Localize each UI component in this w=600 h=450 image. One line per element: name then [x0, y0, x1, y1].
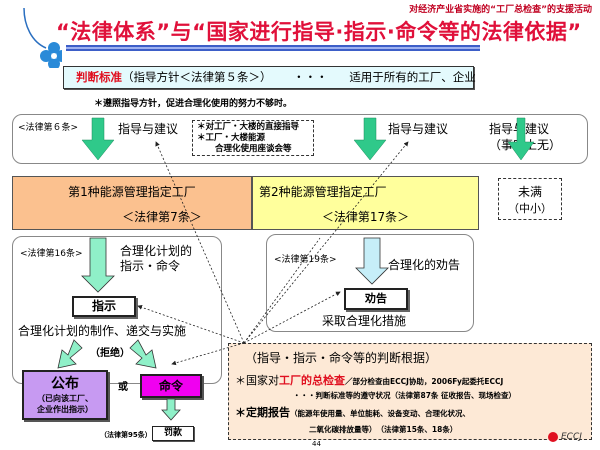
publish-box: 公布 （已向该工厂、 企业作出指示） [22, 370, 108, 420]
tier-2-name: 第2种能源管理指定工厂 [259, 185, 387, 199]
instruction-box: 指示 [72, 296, 136, 317]
example-item: ＊工厂・大楼能源 [197, 133, 266, 143]
example-item: 合理化使用座谈会等 [215, 144, 292, 154]
fine-box: 罚款 [152, 426, 194, 441]
instruction-label: 合理化计划的 指示・命令 [120, 244, 192, 274]
publish-note: 企业作出指示） [37, 405, 93, 414]
evidence-text: ＊国家对 [235, 374, 279, 387]
criteria-scope: 适用于所有的工厂、企业 [349, 70, 476, 84]
clover-icon [23, 7, 62, 68]
law-article-6: <法律第６条> [18, 123, 79, 133]
page-number: 44 [312, 440, 321, 448]
tier-1-law: ＜法律第7条＞ [122, 210, 202, 224]
tier-2-factory: 第2种能源管理指定工厂 ＜法律第17条＞ [252, 176, 479, 230]
evidence-line-3: ＊定期报告（能源年使用量、单位能耗、设备变动、合理化状况、 [235, 404, 470, 420]
law-article-95: （法律第95条） [100, 431, 152, 439]
instruction-label-line: 指示・命令 [120, 259, 181, 273]
evidence-heading: （指导・指示・命令等的判断根据） [245, 351, 438, 365]
eccj-logo-text: ECCJ [561, 432, 582, 442]
order-box: 命令 [140, 374, 202, 398]
law-article-16: <法律第16条> [20, 249, 83, 259]
eccj-logo-icon [548, 432, 558, 442]
advice-box: 劝告 [344, 288, 408, 310]
evidence-text: ／部分检查由ECCJ协助，2006Fy起委托ECCJ [345, 377, 504, 386]
factory-inspection-text: 工厂的总检查 [279, 374, 345, 387]
tier-3-label: 未满 [517, 185, 542, 199]
or-label: 或 [118, 382, 128, 393]
criteria-bar: 判断标准（指导方针＜法律第５条＞） ・・・ 适用于所有的工厂、企业 [63, 66, 476, 89]
criteria-label: 判断标准 [76, 70, 122, 84]
publish-note: （已向该工厂、 [37, 394, 93, 403]
evidence-line-1: ＊国家对工厂的总检查／部分检查由ECCJ协助，2006Fy起委托ECCJ [235, 372, 503, 388]
example-item: ＊对工厂・大楼的直接指导 [197, 122, 300, 132]
evidence-panel: （指导・指示・命令等的判断根据） ＊国家对工厂的总检查／部分检查由ECCJ协助，… [228, 343, 592, 440]
tier-1-factory: 第1种能源管理指定工厂 ＜法律第7条＞ [12, 176, 252, 230]
guidance-examples: ＊对工厂・大楼的直接指导 ＊工厂・大楼能源 合理化使用座谈会等 [192, 120, 314, 156]
guidance-label-3-note: （事实上无） [489, 138, 562, 152]
periodic-report-text: ＊定期报告 [235, 406, 290, 419]
guidance-label-3: 指导与建议 [489, 122, 550, 136]
guidance-label-2: 指导与建议 [388, 122, 449, 136]
guidance-note: ＊遵照指导方针，促进合理化使用的努力不够时。 [94, 99, 293, 109]
page-title: “法律体系”与“国家进行指导·指示·命令等的法律依据” [56, 20, 582, 44]
criteria-law: （指导方针＜法律第５条＞） [122, 70, 272, 84]
action-text: 采取合理化措施 [322, 314, 407, 328]
header-caption: 对经济产业省实施的“工厂总检查”的支援活动 [409, 5, 592, 15]
evidence-line-2: ・・・判断标准等的遵守状况（法律第87条 征收报告、现场检查） [293, 391, 517, 400]
plan-text: 合理化计划的制作、递交与实施 [18, 324, 187, 338]
evidence-text: （能源年使用量、单位能耗、设备变动、合理化状况、 [290, 409, 470, 418]
tier-3-small: 未满 （中小） [498, 178, 562, 220]
tier-3-note: （中小） [508, 202, 552, 215]
law-article-19: <法律第19条> [274, 255, 337, 265]
tier-2-law: ＜法律第17条＞ [321, 210, 410, 224]
evidence-line-4: 二氧化碳排放量等） （法律第15条、18条） [309, 425, 458, 434]
guidance-label-1: 指导与建议 [118, 122, 179, 136]
advice-label: 合理化的劝告 [388, 258, 461, 272]
title-divider [66, 45, 480, 51]
publish-label: 公布 [51, 376, 79, 392]
instruction-label-line: 合理化计划的 [120, 244, 193, 258]
refuse-label: （拒绝） [90, 348, 130, 359]
tier-1-name: 第1种能源管理指定工厂 [68, 185, 196, 199]
criteria-dots: ・・・ [293, 70, 328, 84]
arrow-down-icon [161, 398, 181, 421]
